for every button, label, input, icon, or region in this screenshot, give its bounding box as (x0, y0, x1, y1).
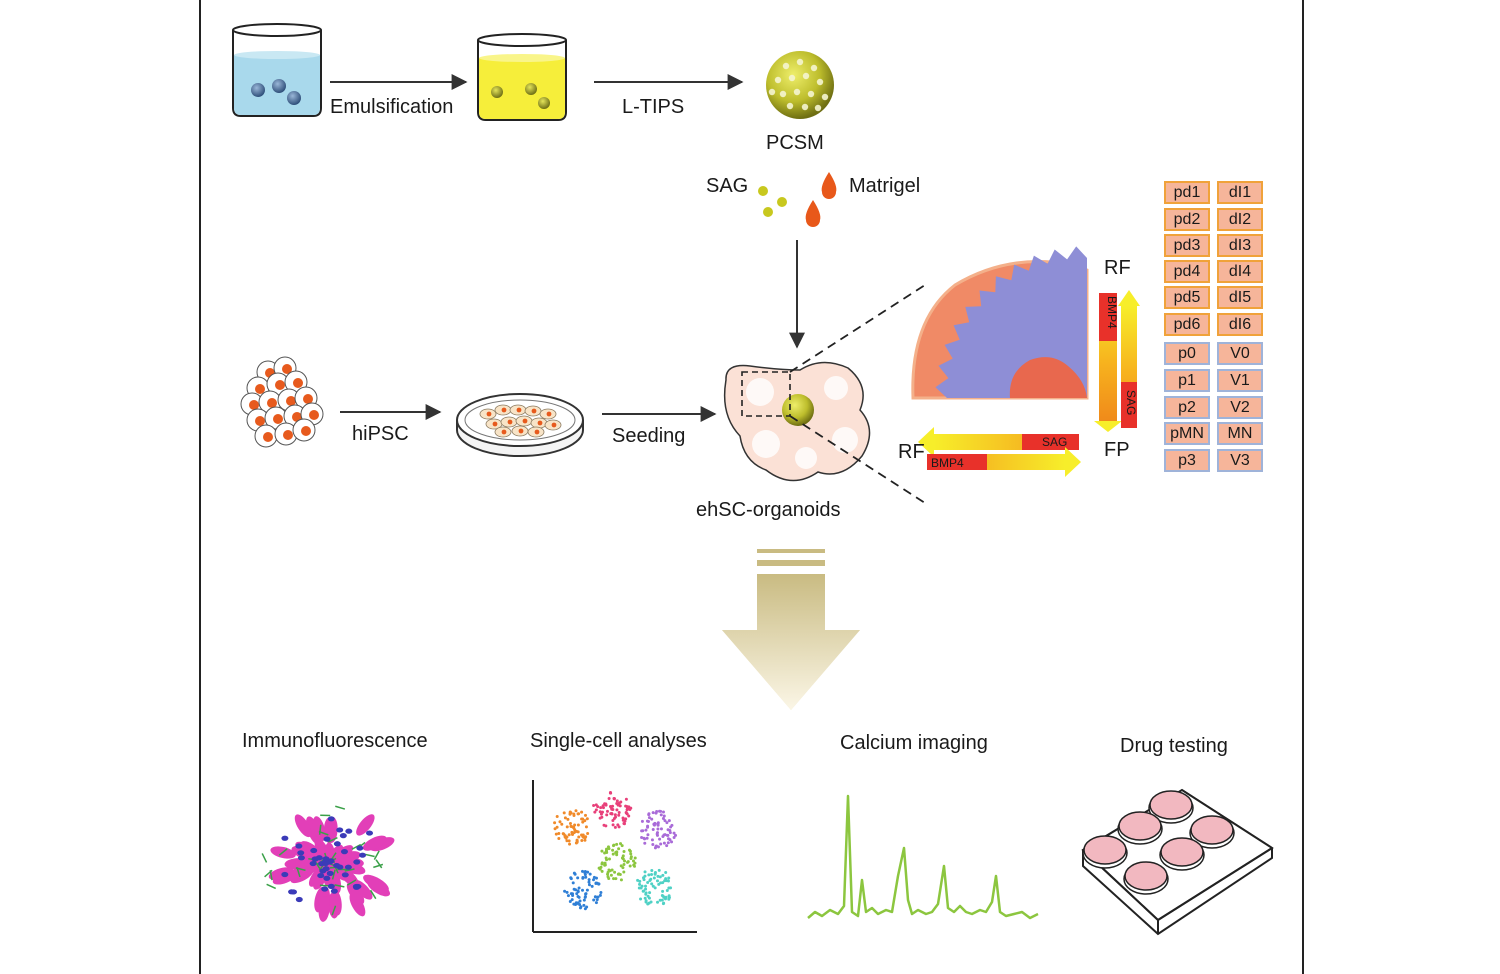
immunofluorescence-icon (261, 805, 395, 922)
organoids-label: ehSC-organoids (696, 499, 841, 521)
matrigel-drop-icon (805, 172, 837, 227)
rf-left-label: RF (898, 441, 925, 463)
neural-tube-icon (911, 246, 1089, 400)
fp-label: FP (1104, 439, 1130, 461)
progenitor-domain-cell: pd5 (1164, 286, 1210, 309)
neuron-domain-cell: V1 (1217, 369, 1263, 392)
well-plate-icon (1081, 788, 1274, 936)
zoom-line-bottom (789, 415, 926, 504)
calcium-imaging-label: Calcium imaging (840, 732, 988, 754)
sag-horizontal-label: SAG (1042, 435, 1068, 449)
rf-top-label: RF (1104, 257, 1131, 279)
pcsm-icon (766, 51, 834, 119)
calcium-trace-icon (807, 794, 1039, 920)
horizontal-gradient-arrows (918, 427, 1081, 477)
progenitor-domain-cell: pd4 (1164, 260, 1210, 283)
pcsm-label: PCSM (766, 132, 824, 154)
neuron-domain-cell: dI2 (1217, 208, 1263, 231)
big-down-arrow-icon (722, 549, 860, 710)
scatter-cluster-icon (532, 780, 697, 933)
hipsc-cluster-icon (240, 356, 324, 448)
progenitor-domain-cell: pMN (1164, 422, 1210, 445)
sag-label: SAG (706, 175, 749, 197)
neuron-domain-cell: dI4 (1217, 260, 1263, 283)
progenitor-domain-cell: pd3 (1164, 234, 1210, 257)
neuron-domain-cell: V2 (1217, 396, 1263, 419)
drug-testing-label: Drug testing (1120, 735, 1228, 757)
immunofluorescence-label: Immunofluorescence (242, 730, 428, 752)
ltips-label: L-TIPS (622, 96, 685, 118)
neuron-domain-cell: V0 (1217, 342, 1263, 365)
progenitor-domain-cell: p1 (1164, 369, 1210, 392)
neuron-domain-cell: dI5 (1217, 286, 1263, 309)
seeding-label: Seeding (612, 425, 686, 447)
single-cell-label: Single-cell analyses (530, 730, 707, 752)
progenitor-domain-cell: pd1 (1164, 181, 1210, 204)
neuron-domain-cell: V3 (1217, 449, 1263, 472)
beaker-blue-icon (232, 23, 322, 117)
bmp4-horizontal-label: BMP4 (931, 456, 964, 470)
progenitor-domain-cell: p0 (1164, 342, 1210, 365)
sag-vertical-label: SAG (1124, 390, 1138, 416)
progenitor-domain-cell: pd6 (1164, 313, 1210, 336)
neuron-domain-cell: MN (1217, 422, 1263, 445)
petri-dish-icon (456, 393, 584, 457)
neuron-domain-cell: dI6 (1217, 313, 1263, 336)
emulsification-label: Emulsification (330, 96, 454, 118)
bmp4-vertical-label: BMP4 (1105, 296, 1119, 329)
neuron-domain-cell: dI3 (1217, 234, 1263, 257)
matrigel-label: Matrigel (849, 175, 921, 197)
sag-dots-icon (758, 186, 787, 217)
zoom-line-top (789, 284, 926, 373)
progenitor-domain-cell: p3 (1164, 449, 1210, 472)
progenitor-domain-cell: pd2 (1164, 208, 1210, 231)
beaker-yellow-icon (477, 33, 567, 121)
hipsc-label: hiPSC (352, 423, 409, 445)
progenitor-domain-cell: p2 (1164, 396, 1210, 419)
vertical-gradient-arrows (1094, 290, 1140, 432)
neuron-domain-cell: dI1 (1217, 181, 1263, 204)
